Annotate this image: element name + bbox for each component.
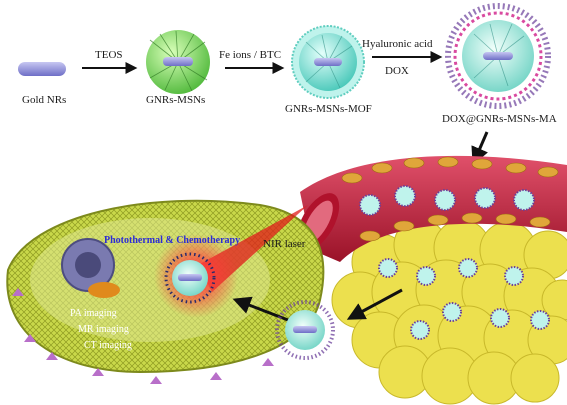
label-teos: TEOS xyxy=(95,49,123,61)
cell-nucleus xyxy=(61,238,120,298)
gnrs-msns-particle xyxy=(146,30,210,94)
uptake-nanoparticle xyxy=(275,300,335,360)
label-gnrs-msns: GNRs-MSNs xyxy=(146,94,205,106)
gnrs-msns-mof-particle xyxy=(291,25,365,99)
gold-nanorod xyxy=(18,62,66,76)
heated-nanoparticle xyxy=(164,252,216,304)
label-nir-laser: NIR laser xyxy=(263,238,306,250)
label-gold-nrs: Gold NRs xyxy=(22,94,66,106)
arrow-tumor-to-np xyxy=(346,288,403,320)
dox-gnrs-msns-ma-particle xyxy=(445,3,551,109)
label-mr-imaging: MR imaging xyxy=(78,324,129,335)
label-gnrs-msns-mof: GNRs-MSNs-MOF xyxy=(285,103,372,115)
cell-receptors xyxy=(12,288,274,384)
label-pa-imaging: PA imaging xyxy=(70,308,117,319)
label-ct-imaging: CT imaging xyxy=(84,340,132,351)
label-fe-btc: Fe ions / BTC xyxy=(219,49,281,61)
circulating-nanoparticles xyxy=(359,185,550,340)
label-hyaluronic-acid: Hyaluronic acid xyxy=(362,38,433,50)
label-final-nanocarrier: DOX@GNRs-MSNs-MA xyxy=(442,113,557,125)
label-therapy: Photothermal & Chemotherapy xyxy=(104,235,240,246)
label-dox: DOX xyxy=(385,65,409,77)
